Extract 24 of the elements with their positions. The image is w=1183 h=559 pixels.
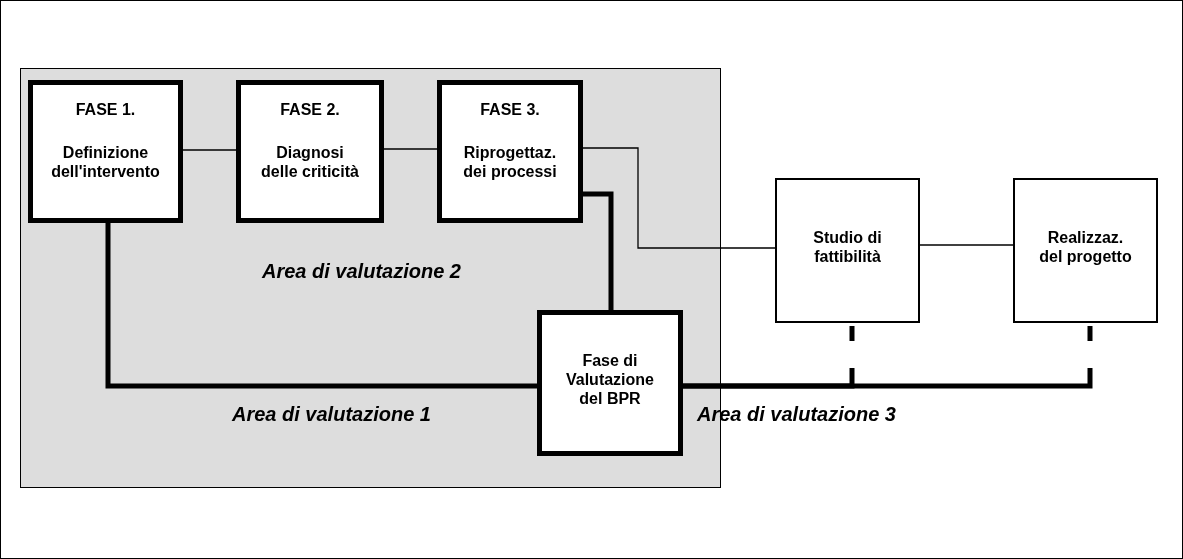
thick-connector (583, 191, 614, 310)
connector-line (919, 244, 1014, 246)
area-label: Area di valutazione 1 (232, 403, 431, 426)
phase-heading: FASE 3. (480, 100, 540, 119)
box-text: Riprogettaz. dei processi (462, 143, 558, 181)
process-box (537, 310, 683, 456)
process-box (775, 178, 920, 323)
box-text: Realizzaz. del progetto (1038, 227, 1133, 266)
dashed-connector (683, 323, 1093, 389)
box-text: Definizione dell'intervento (50, 143, 161, 181)
connector-line (582, 147, 776, 249)
area-label: Area di valutazione 2 (262, 260, 461, 283)
box-text: Fase di Valutazione del BPR (565, 350, 655, 408)
box-text: Diagnosi delle criticità (260, 143, 360, 181)
process-box (1013, 178, 1158, 323)
thick-connector (105, 223, 537, 389)
connector-line (182, 149, 237, 151)
connector-line (383, 148, 438, 150)
phase-heading: FASE 2. (280, 100, 340, 119)
box-text: Studio di fattibilità (812, 227, 883, 266)
process-box (236, 80, 384, 223)
phase-heading: FASE 1. (75, 100, 136, 119)
process-box (437, 80, 583, 223)
process-box (28, 80, 183, 223)
